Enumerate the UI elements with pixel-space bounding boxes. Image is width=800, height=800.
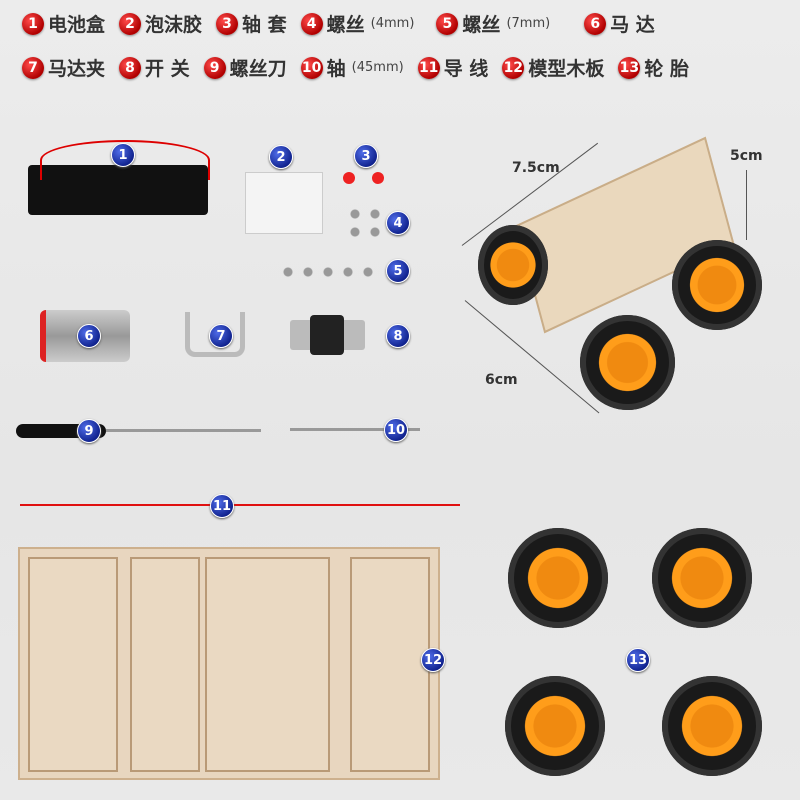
- label: 电池盒: [48, 14, 106, 36]
- wooden-board: [18, 547, 440, 780]
- length-label: 7.5cm: [512, 160, 560, 176]
- dimension-line-width: [464, 300, 600, 414]
- axle-sleeves: [372, 172, 384, 184]
- marker-2: 2: [269, 145, 293, 169]
- marker-5: 5: [386, 259, 410, 283]
- board-panel: [28, 557, 118, 772]
- badge: 8: [119, 56, 142, 79]
- label: 马 达: [610, 14, 655, 36]
- switch-button: [310, 315, 344, 355]
- marker-9: 9: [77, 419, 101, 443]
- label: 轴 套: [242, 14, 287, 36]
- board-panel: [350, 557, 430, 772]
- screws-4mm: [345, 205, 385, 240]
- tire: [652, 528, 752, 628]
- marker-13: 13: [626, 648, 650, 672]
- car-wheel: [672, 240, 762, 330]
- badge: 10: [300, 56, 323, 79]
- badge: 9: [203, 56, 226, 79]
- screwdriver-shaft: [106, 429, 261, 432]
- spec: (45mm): [351, 60, 404, 75]
- tire: [505, 676, 605, 776]
- badge: 4: [300, 12, 323, 35]
- height-label: 5cm: [730, 148, 763, 164]
- marker-12: 12: [421, 648, 445, 672]
- label: 螺丝: [462, 14, 501, 36]
- marker-10: 10: [384, 418, 408, 442]
- badge: 12: [502, 56, 525, 79]
- label: 轴: [326, 58, 346, 80]
- badge: 3: [216, 12, 239, 35]
- screws-7mm: [278, 262, 383, 282]
- board-panel: [130, 557, 200, 772]
- label: 螺丝刀: [229, 58, 287, 80]
- marker-7: 7: [209, 324, 233, 348]
- badge: 6: [584, 12, 607, 35]
- car-wheel: [478, 225, 548, 305]
- marker-11: 11: [210, 494, 234, 518]
- label: 轮 胎: [644, 58, 689, 80]
- label: 模型木板: [528, 58, 605, 80]
- label: 螺丝: [326, 14, 365, 36]
- tire: [508, 528, 608, 628]
- marker-4: 4: [386, 211, 410, 235]
- width-label: 6cm: [485, 372, 518, 388]
- battery-wire: [40, 140, 210, 180]
- dimension-line-height: [746, 170, 747, 240]
- marker-8: 8: [386, 324, 410, 348]
- label: 导 线: [443, 58, 489, 80]
- label: 泡沫胶: [145, 14, 203, 36]
- marker-3: 3: [354, 144, 378, 168]
- tire: [662, 676, 762, 776]
- badge: 1: [22, 12, 44, 35]
- spec: (7mm): [506, 16, 551, 31]
- marker-6: 6: [77, 324, 101, 348]
- label: 马达夹: [48, 58, 106, 80]
- axle: [290, 428, 420, 431]
- badge: 11: [417, 56, 440, 79]
- badge: 13: [618, 56, 641, 79]
- spec: (4mm): [370, 16, 415, 31]
- motor-clip: [185, 312, 245, 357]
- axle-sleeves: [343, 172, 355, 184]
- badge: 2: [119, 12, 142, 35]
- label: 开 关: [145, 58, 190, 80]
- badge: 7: [22, 56, 44, 79]
- foam-tape: [245, 172, 323, 234]
- badge: 5: [436, 12, 459, 35]
- marker-1: 1: [111, 143, 135, 167]
- car-wheel: [580, 315, 675, 410]
- wire: [20, 504, 460, 506]
- board-panel: [205, 557, 330, 772]
